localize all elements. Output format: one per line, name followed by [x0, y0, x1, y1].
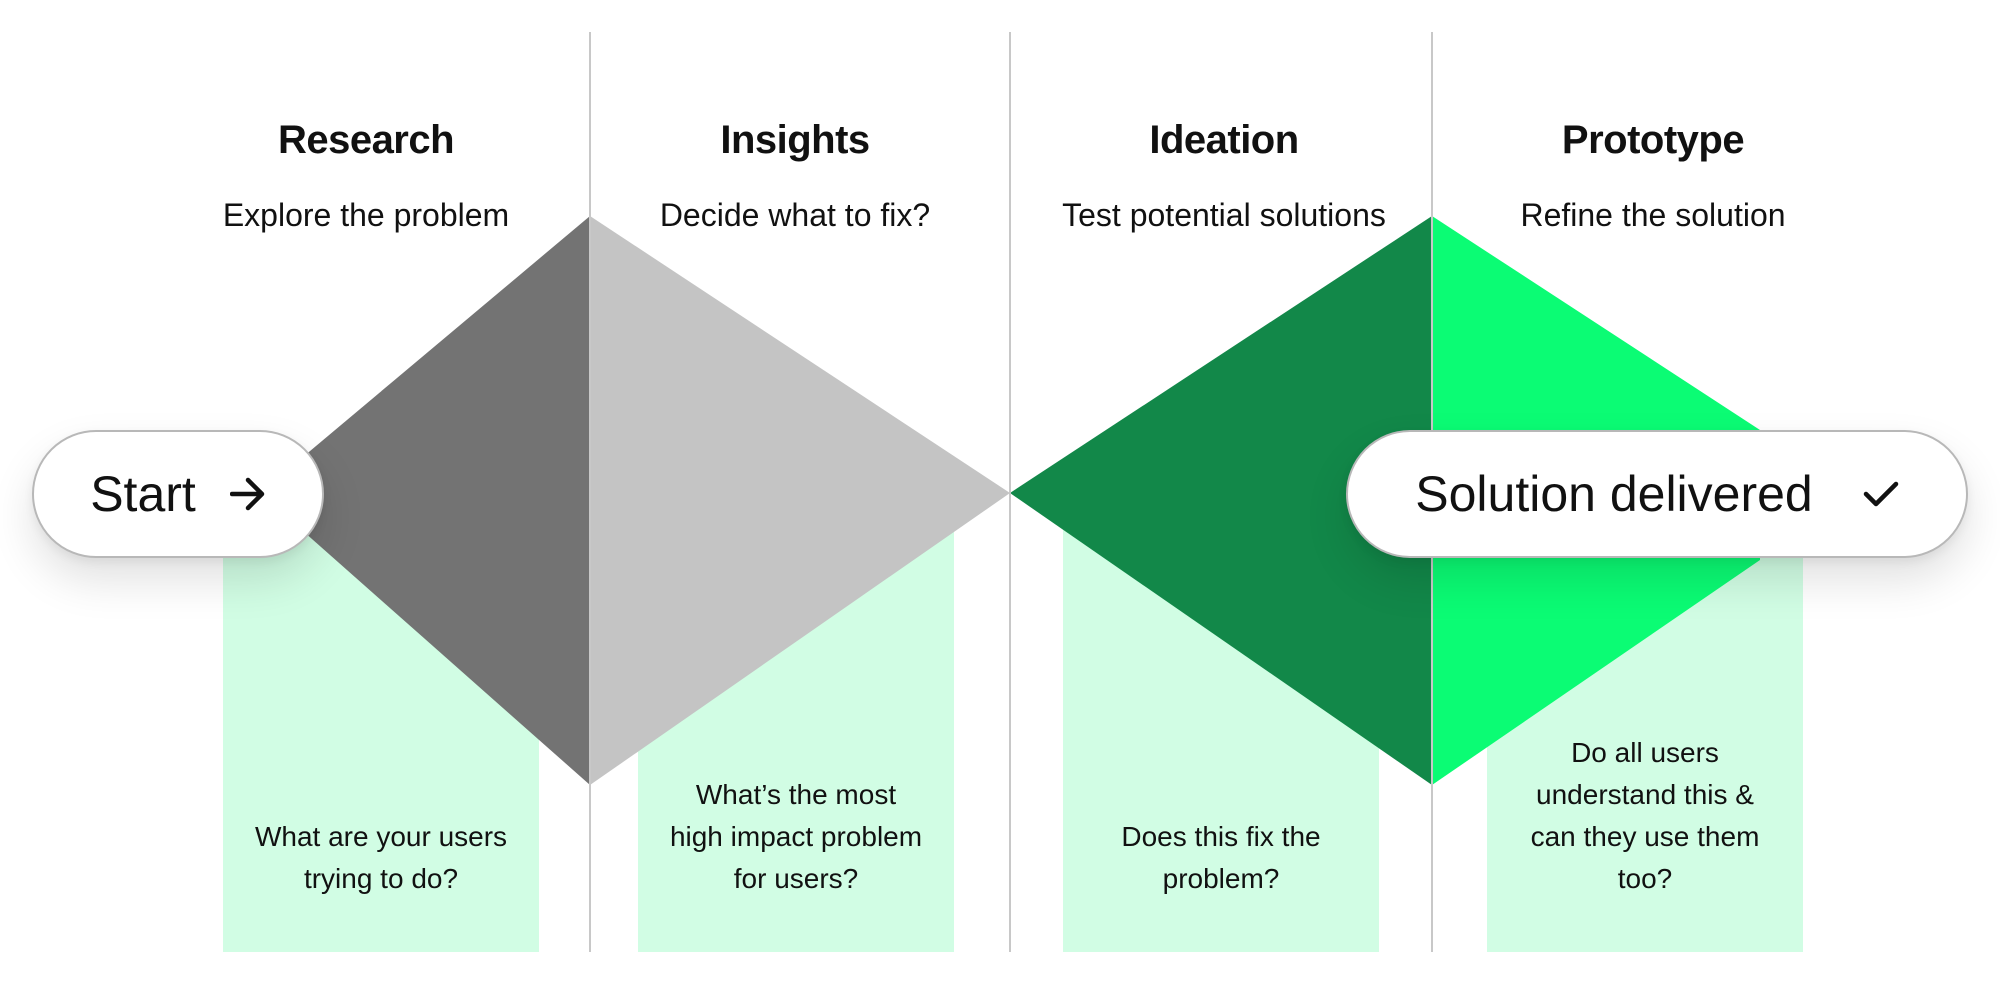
diamond-research-half [260, 216, 590, 785]
question-text-prototype: Do all users understand this & can they … [1530, 737, 1760, 894]
phase-title-insights: Insights [720, 118, 870, 162]
phase-subtitle-research: Explore the problem [222, 197, 510, 233]
question-text-research: What are your users trying to do? [254, 821, 508, 894]
phase-title-research: Research [277, 118, 455, 162]
question-text-insights: What’s the most high impact problem for … [669, 779, 923, 894]
solution-delivered-pill: Solution delivered [1346, 430, 1968, 558]
check-icon [1863, 480, 1899, 508]
start-pill: Start [32, 430, 324, 558]
start-label: Start [90, 466, 196, 522]
phase-title-prototype: Prototype [1561, 118, 1745, 162]
solution-delivered-label: Solution delivered [1415, 466, 1813, 522]
phase-subtitle-insights: Decide what to fix? [659, 197, 931, 233]
phase-title-ideation: Ideation [1149, 118, 1299, 162]
question-text-ideation: Does this fix the problem? [1121, 821, 1321, 894]
diamond-insights-half [590, 216, 1010, 785]
phase-subtitle-prototype: Refine the solution [1520, 197, 1786, 233]
phase-subtitle-ideation: Test potential solutions [1062, 197, 1386, 233]
arrow-right-icon [229, 477, 266, 511]
diamond-ideation-half [1010, 216, 1432, 785]
